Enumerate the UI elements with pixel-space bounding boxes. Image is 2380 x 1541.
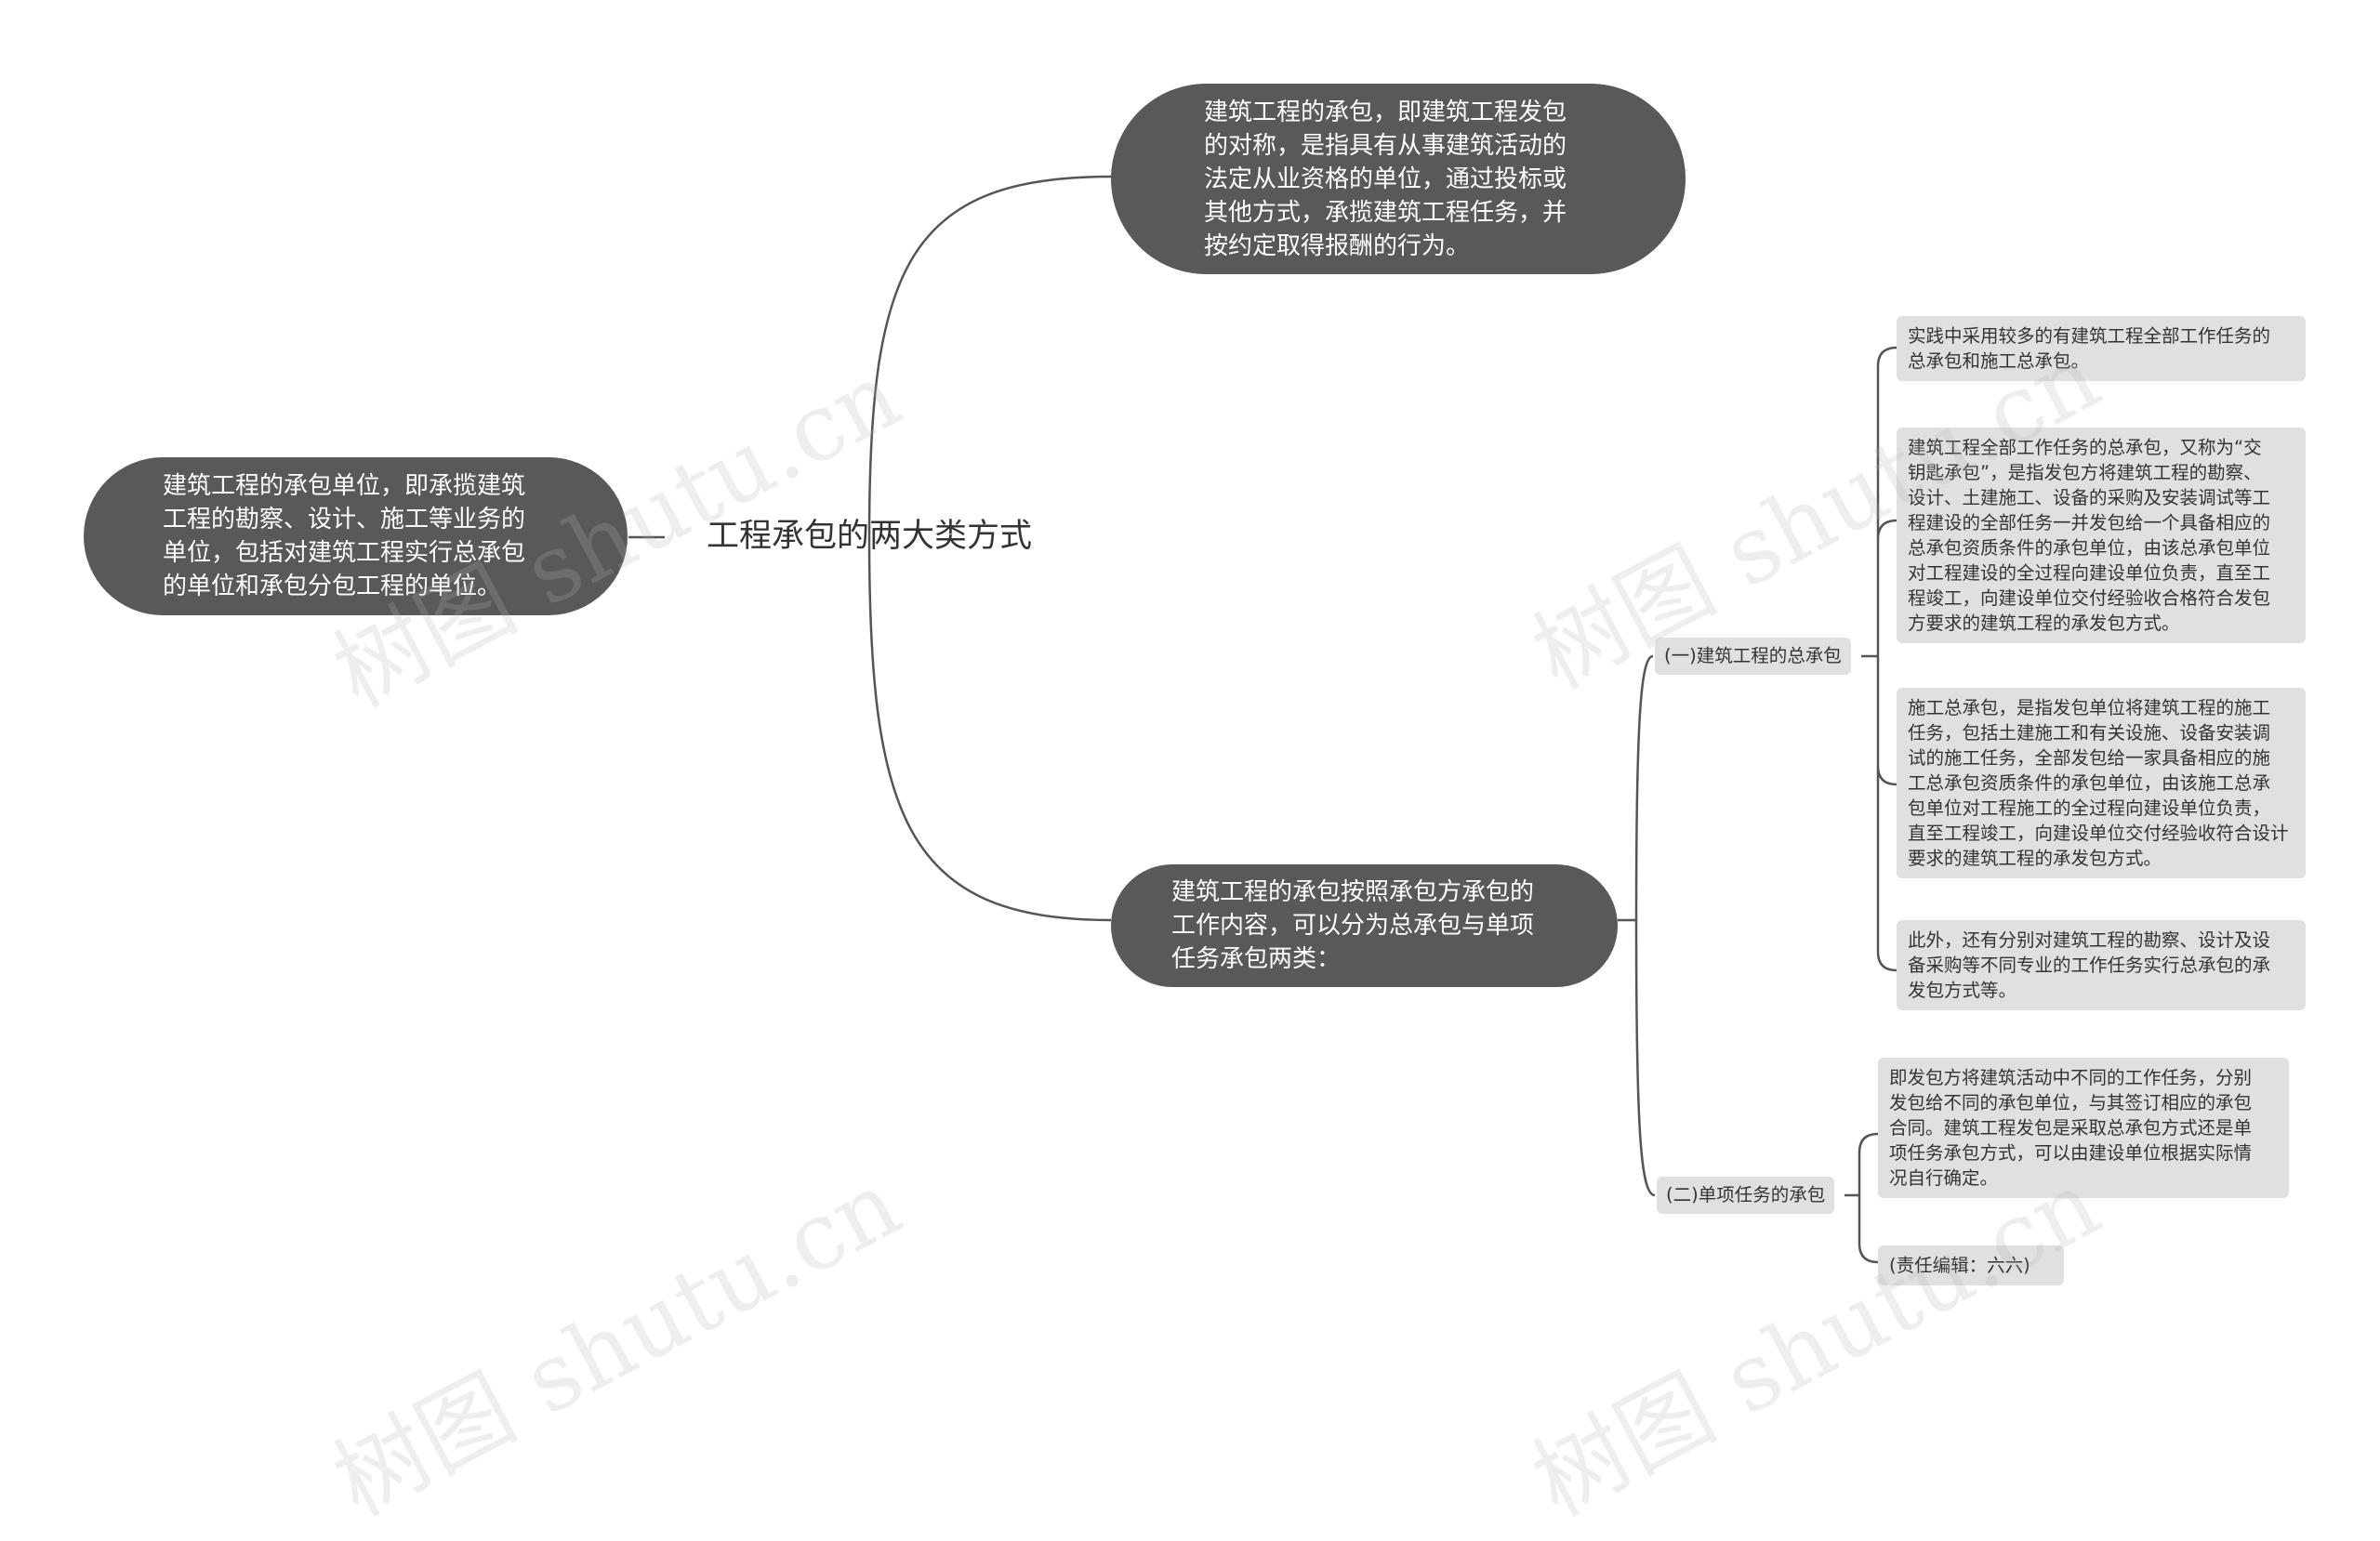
left-node[interactable]: 建筑工程的承包单位，即承揽建筑 工程的勘察、设计、施工等业务的 单位，包括对建筑… bbox=[84, 457, 628, 615]
general-item-2[interactable]: 建筑工程全部工作任务的总承包，又称为“交 钥匙承包”，是指发包方将建筑工程的勘察… bbox=[1897, 428, 2306, 643]
left-node-text: 建筑工程的承包单位，即承揽建筑 工程的勘察、设计、施工等业务的 单位，包括对建筑… bbox=[163, 472, 526, 600]
single-task-label-text: (二)单项任务的承包 bbox=[1666, 1184, 1826, 1205]
edge-mid-single bbox=[1634, 919, 1656, 1197]
top-right-node[interactable]: 建筑工程的承包，即建筑工程发包 的对称，是指具有从事建筑活动的 法定从业资格的单… bbox=[1111, 84, 1686, 274]
general-item-1[interactable]: 实践中采用较多的有建筑工程全部工作任务的 总承包和施工总承包。 bbox=[1897, 316, 2306, 381]
root-topic-label: 工程承包的两大类方式 bbox=[706, 518, 1032, 555]
edge-general-bracket bbox=[1861, 346, 1897, 972]
single-item-2[interactable]: (责任编辑：六六) bbox=[1878, 1245, 2064, 1285]
bottom-right-node-text: 建筑工程的承包按照承包方承包的 工作内容，可以分为总承包与单项 任务承包两类： bbox=[1171, 878, 1535, 973]
general-contract-label-text: (一)建筑工程的总承包 bbox=[1664, 645, 1842, 666]
edge-single-bracket bbox=[1844, 1132, 1879, 1264]
connector-lines bbox=[628, 175, 1897, 1264]
top-right-node-text: 建筑工程的承包，即建筑工程发包 的对称，是指具有从事建筑活动的 法定从业资格的单… bbox=[1204, 98, 1567, 260]
edge-root-top bbox=[867, 175, 1112, 538]
root-topic[interactable]: 工程承包的两大类方式 bbox=[683, 513, 1055, 560]
general-contract-label[interactable]: (一)建筑工程的总承包 bbox=[1655, 638, 1851, 675]
single-item-1[interactable]: 即发包方将建筑活动中不同的工作任务，分别 发包给不同的承包单位，与其签订相应的承… bbox=[1878, 1058, 2289, 1198]
edge-root-bottom bbox=[867, 536, 1112, 922]
single-task-label[interactable]: (二)单项任务的承包 bbox=[1657, 1177, 1835, 1214]
bottom-right-node[interactable]: 建筑工程的承包按照承包方承包的 工作内容，可以分为总承包与单项 任务承包两类： bbox=[1111, 864, 1618, 987]
edge-mid-general bbox=[1618, 654, 1654, 922]
general-item-3[interactable]: 施工总承包，是指发包单位将建筑工程的施工 任务，包括土建施工和有关设施、设备安装… bbox=[1897, 688, 2306, 878]
general-item-4[interactable]: 此外，还有分别对建筑工程的勘察、设计及设 备采购等不同专业的工作任务实行总承包的… bbox=[1897, 920, 2306, 1010]
